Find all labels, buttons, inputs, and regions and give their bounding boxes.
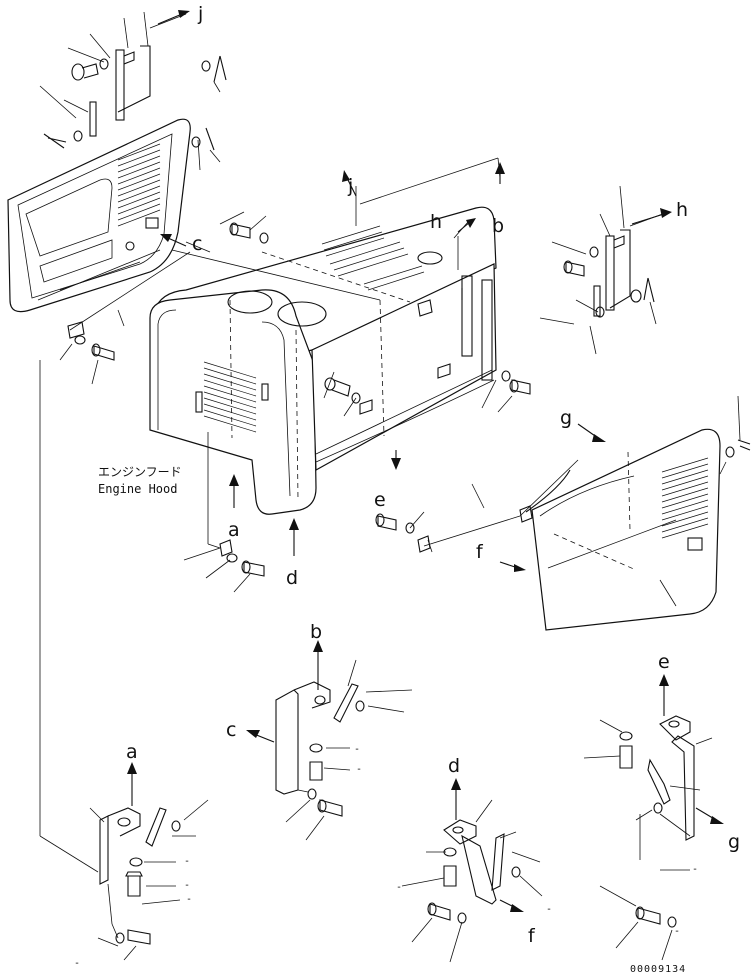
label-c-detail: c: [226, 719, 236, 741]
reference-arrows: [127, 10, 724, 912]
label-a-detail: a: [126, 741, 138, 763]
callout-dash: -: [356, 764, 363, 775]
detail-view-d: [401, 799, 543, 963]
label-b-detail: b: [310, 621, 322, 643]
label-f-detail: f: [528, 925, 536, 947]
top-right-hinge-hardware: [539, 185, 751, 475]
label-f-door: f: [476, 541, 484, 563]
callout-dash: -: [396, 882, 403, 893]
callout-dash: -: [186, 894, 193, 905]
callout-dash: [661, 457, 709, 539]
detail-view-b: [275, 659, 413, 841]
figure-code: 00009134: [630, 964, 686, 975]
engine-hood-body: [37, 206, 531, 593]
callout-dash: [321, 225, 425, 291]
view-letter-labels: j c j h b h g e f a d b c a d e g f: [126, 3, 740, 947]
callout-dash: -: [546, 904, 553, 915]
label-a-hood: a: [228, 519, 240, 541]
left-side-door-panel: [7, 118, 191, 313]
label-g-right: g: [560, 407, 572, 429]
label-h-right: h: [676, 199, 688, 221]
callout-dash: -: [674, 926, 681, 937]
label-h-center: h: [430, 211, 442, 233]
caption-english: Engine Hood: [98, 482, 177, 496]
right-door-hinge-hardware: [375, 483, 521, 553]
label-d-hood: d: [286, 567, 298, 589]
callout-dash: [117, 143, 161, 227]
label-j-center: j: [347, 175, 353, 197]
label-j-top: j: [197, 3, 203, 25]
left-lower-hinge-bolt: [59, 251, 191, 385]
callout-dash: -: [74, 958, 81, 969]
callout-dash: -: [692, 864, 699, 875]
label-c-top: c: [192, 233, 202, 255]
label-d-detail: d: [448, 755, 460, 777]
label-e-detail: e: [658, 651, 670, 673]
callout-dash: -: [184, 880, 191, 891]
label-g-detail: g: [728, 831, 740, 853]
callout-dash: -: [354, 744, 361, 755]
label-b-center: b: [492, 215, 504, 237]
caption-japanese: エンジンフード: [98, 465, 182, 479]
callout-dash: -: [184, 856, 191, 867]
callout-dashes: - - - - - - - - - -: [74, 744, 699, 969]
label-e-door: e: [374, 489, 386, 511]
detail-view-a: [89, 799, 209, 961]
right-side-door-panel: [519, 428, 721, 631]
top-left-hinge-hardware: [39, 11, 227, 171]
callout-dash: [203, 361, 257, 433]
detail-view-e: [583, 715, 713, 961]
engine-hood-caption: エンジンフード Engine Hood: [98, 465, 182, 496]
